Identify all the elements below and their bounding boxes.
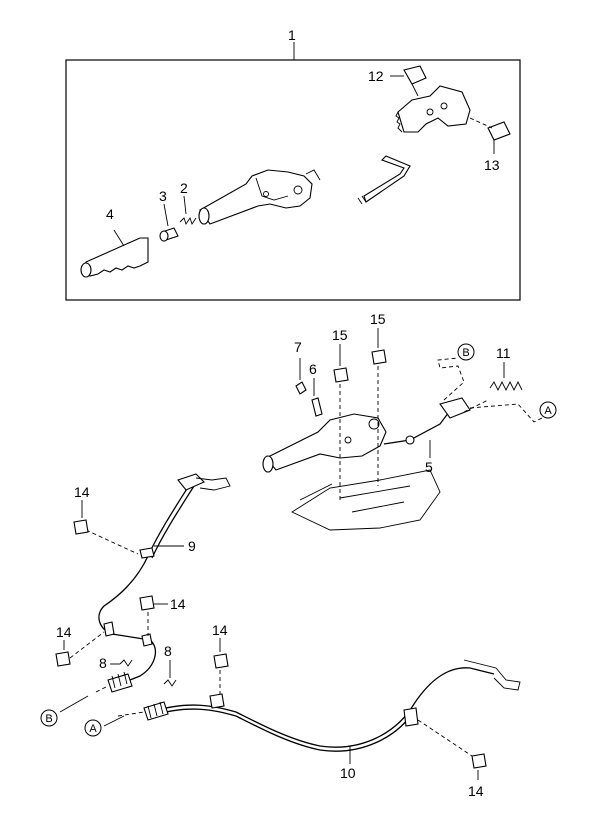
button-spring bbox=[179, 195, 197, 226]
callout-6: 6 bbox=[309, 361, 317, 377]
connector-markers: B A B A bbox=[40, 343, 557, 737]
equalizer bbox=[439, 397, 471, 419]
connector-b-left bbox=[40, 709, 58, 727]
callout-labels: 1 2 3 4 5 6 7 8 8 9 10 11 12 13 14 14 14… bbox=[56, 27, 511, 799]
callout-2: 2 bbox=[180, 180, 188, 196]
callout-11: 11 bbox=[496, 345, 511, 361]
bolt bbox=[333, 367, 349, 383]
callout-3: 3 bbox=[159, 188, 167, 204]
installed-lever bbox=[265, 413, 387, 471]
cable-10 bbox=[149, 667, 495, 748]
callout-15b: 15 bbox=[370, 311, 386, 327]
connector-a-right-label: A bbox=[544, 405, 552, 417]
return-spring bbox=[489, 380, 523, 392]
bolt bbox=[213, 653, 229, 669]
assembly-box bbox=[65, 59, 521, 301]
connector-b-right-label: B bbox=[462, 347, 469, 359]
callout-14c: 14 bbox=[56, 624, 72, 640]
callout-8b: 8 bbox=[164, 643, 172, 659]
pin bbox=[311, 397, 323, 417]
leader-line-3 bbox=[163, 203, 169, 227]
callout-14d: 14 bbox=[212, 622, 228, 638]
callout-14b: 14 bbox=[170, 596, 186, 612]
callout-14e: 14 bbox=[468, 783, 484, 799]
bolt bbox=[371, 349, 387, 365]
bolt bbox=[139, 595, 155, 611]
callout-13: 13 bbox=[484, 157, 500, 173]
ratchet-plate bbox=[390, 65, 511, 154]
lever-grip bbox=[80, 229, 149, 278]
release-button bbox=[159, 203, 179, 242]
lever-rod bbox=[357, 155, 411, 205]
clip bbox=[119, 659, 133, 667]
connector-a-left-label: A bbox=[89, 723, 97, 735]
callout-10: 10 bbox=[340, 765, 356, 781]
leader-line-4 bbox=[113, 229, 125, 247]
leader-line-2 bbox=[183, 195, 187, 215]
clip bbox=[295, 381, 307, 395]
connector-a-right bbox=[539, 401, 557, 419]
installed-lever-group bbox=[262, 328, 547, 531]
lever-body bbox=[198, 169, 321, 225]
connector-b-right bbox=[457, 343, 475, 361]
right-rear-cable-group bbox=[103, 638, 521, 780]
callout-14a: 14 bbox=[74, 484, 90, 500]
bolt bbox=[471, 753, 487, 769]
left-rear-cable-group bbox=[55, 473, 231, 713]
bolt bbox=[73, 519, 89, 535]
floor-panel bbox=[291, 469, 441, 531]
connector-b-left-label: B bbox=[45, 713, 52, 725]
callout-9: 9 bbox=[188, 538, 196, 554]
connector-a-left bbox=[84, 719, 102, 737]
callout-4: 4 bbox=[106, 206, 114, 222]
callout-12: 12 bbox=[368, 68, 384, 84]
cable-9 bbox=[98, 483, 191, 685]
bolt bbox=[55, 651, 71, 667]
callout-7: 7 bbox=[294, 339, 302, 355]
callout-1: 1 bbox=[288, 27, 296, 43]
callout-15a: 15 bbox=[332, 327, 348, 343]
callout-8a: 8 bbox=[99, 655, 107, 671]
lever-assembly-group bbox=[65, 42, 521, 301]
clip bbox=[163, 679, 177, 687]
callout-5: 5 bbox=[425, 459, 433, 475]
